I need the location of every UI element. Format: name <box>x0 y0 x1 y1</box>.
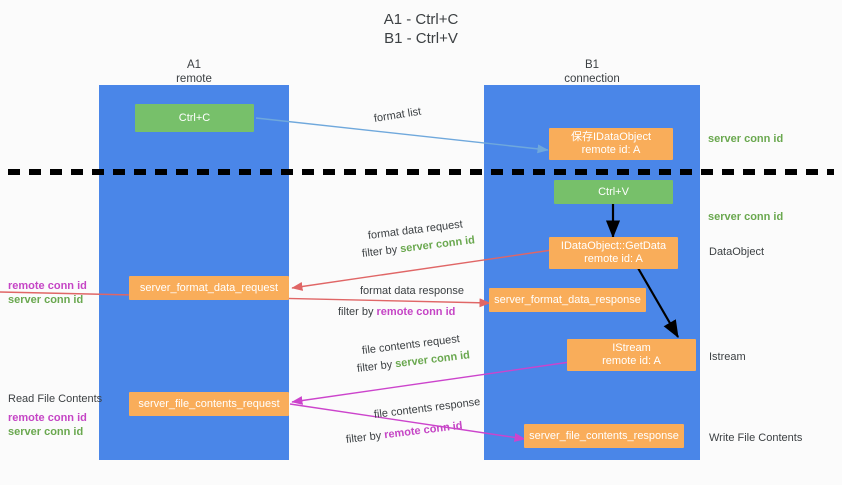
box-server-file-contents-request[interactable]: server_file_contents_request <box>129 392 289 416</box>
side-label-istream: Istream <box>709 351 746 363</box>
edge-label-file-contents-response-filter: filter by remote conn id <box>345 419 463 447</box>
filter-key-remote-conn-id-1: remote conn id <box>376 306 456 318</box>
box-idataobject-getdata[interactable]: IDataObject::GetData remote id: A <box>549 237 678 269</box>
box-server-format-data-request[interactable]: server_format_data_request <box>129 276 289 300</box>
column-b1-sub: connection <box>564 73 620 85</box>
side-label-write-file-contents: Write File Contents <box>709 432 803 444</box>
side-label-read-file-contents: Read File Contents <box>8 393 103 405</box>
box-server-format-data-request-label: server_format_data_request <box>139 281 279 294</box>
edge-label-file-contents-response: file contents response <box>373 396 481 421</box>
box-istream[interactable]: IStream remote id: A <box>567 339 696 371</box>
box-server-file-contents-response-label: server_file_contents_response <box>529 429 679 442</box>
side-label-server-conn-id-a: server conn id <box>8 294 84 306</box>
column-a1-name: A1 <box>186 59 202 71</box>
side-label-conn-id-group-b: remote conn id server conn id <box>8 411 87 439</box>
column-b1-name: B1 <box>584 59 600 71</box>
box-save-idataobject-line1: 保存IDataObject <box>570 131 652 143</box>
box-server-file-contents-request-label: server_file_contents_request <box>138 397 280 410</box>
page-title: A1 - Ctrl+C B1 - Ctrl+V <box>0 10 842 48</box>
box-server-file-contents-response[interactable]: server_file_contents_response <box>524 424 684 448</box>
filter-key-remote-conn-id-2: remote conn id <box>383 419 464 442</box>
edge-label-format-list: format list <box>373 105 423 125</box>
side-label-server-conn-id-mid: server conn id <box>708 211 784 223</box>
box-getdata-line2: remote id: A <box>584 253 643 265</box>
filter-prefix-4: filter by <box>345 429 385 446</box>
filter-prefix-1: filter by <box>361 243 401 260</box>
filter-prefix-3: filter by <box>356 358 396 375</box>
edge-label-format-data-response-filter: filter by remote conn id <box>338 305 455 319</box>
filter-prefix-2: filter by <box>338 306 377 318</box>
column-a1-sub: remote <box>176 73 212 85</box>
box-istream-line1: IStream <box>612 342 651 354</box>
box-getdata-line1: IDataObject::GetData <box>560 240 667 252</box>
side-label-server-conn-id-b: server conn id <box>8 426 84 438</box>
title-line-2: B1 - Ctrl+V <box>384 30 458 47</box>
edge-label-format-data-response: format data response <box>360 285 464 297</box>
side-label-remote-conn-id-b: remote conn id <box>8 412 87 424</box>
box-ctrl-v-label: Ctrl+V <box>598 185 629 198</box>
box-istream-line2: remote id: A <box>602 355 661 367</box>
box-save-idataobject-line2: remote id: A <box>581 144 641 156</box>
side-label-remote-conn-id-a: remote conn id <box>8 280 87 292</box>
box-server-format-data-response-label: server_format_data_response <box>494 293 641 306</box>
side-label-conn-id-group-a: remote conn id server conn id <box>8 279 87 307</box>
title-line-1: A1 - Ctrl+C <box>383 11 459 28</box>
column-header-b1: B1 connection <box>512 58 672 86</box>
box-ctrl-c-label: Ctrl+C <box>178 111 211 124</box>
box-save-idataobject[interactable]: 保存IDataObject remote id: A <box>549 128 673 160</box>
side-label-dataobject: DataObject <box>709 246 765 258</box>
box-ctrl-c[interactable]: Ctrl+C <box>135 104 254 132</box>
column-header-a1: A1 remote <box>114 58 274 86</box>
box-server-format-data-response[interactable]: server_format_data_response <box>489 288 646 312</box>
side-label-server-conn-id-top: server conn id <box>708 133 784 145</box>
box-ctrl-v[interactable]: Ctrl+V <box>554 180 673 204</box>
